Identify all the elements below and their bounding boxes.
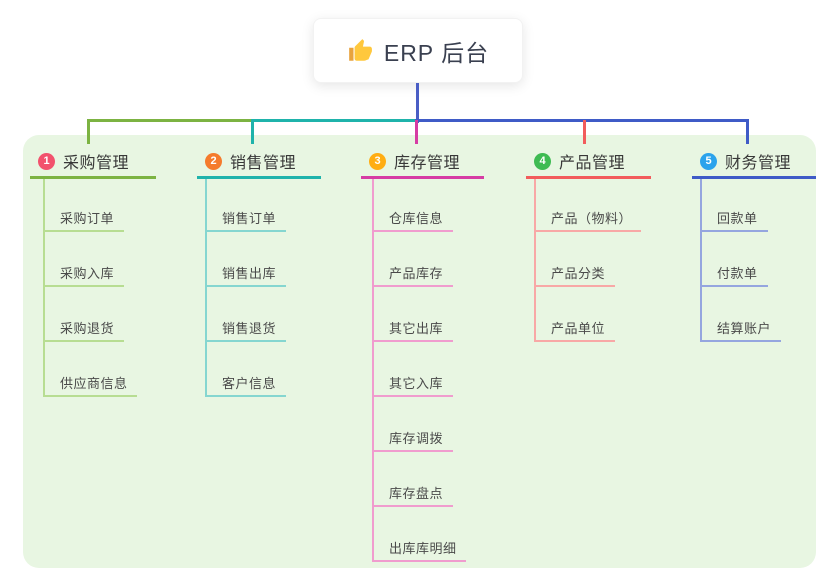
child-node-label: 结算账户 — [717, 321, 772, 336]
child-node-label: 采购订单 — [60, 211, 115, 226]
root-node-label: ERP 后台 — [383, 39, 490, 66]
child-node-label: 其它出库 — [389, 321, 444, 336]
child-node[interactable]: 销售退货 — [205, 313, 286, 342]
branch-label: 财务管理 — [725, 155, 792, 172]
child-node[interactable]: 出库库明细 — [372, 533, 466, 562]
root-node-erp[interactable]: ERP 后台 — [313, 18, 523, 83]
child-node-label: 销售出库 — [222, 266, 277, 281]
child-node-label: 销售退货 — [222, 321, 277, 336]
child-node-label: 销售订单 — [222, 211, 277, 226]
connector-bus-segment — [415, 119, 749, 122]
child-node[interactable]: 产品分类 — [534, 258, 615, 287]
child-node-label: 仓库信息 — [389, 211, 444, 226]
child-node[interactable]: 采购入库 — [43, 258, 124, 287]
branch-node-3[interactable]: 3 库存管理 — [361, 146, 484, 179]
branch-priority-badge: 4 — [534, 152, 551, 170]
connector-child-trunk — [43, 179, 45, 397]
child-node[interactable]: 其它出库 — [372, 313, 453, 342]
child-node-label: 库存调拨 — [389, 431, 444, 446]
connector-child-trunk — [534, 179, 536, 342]
branch-label: 采购管理 — [63, 155, 130, 172]
connector-branch-drop — [583, 120, 586, 144]
connector-branch-drop — [746, 120, 749, 144]
child-node[interactable]: 采购订单 — [43, 203, 124, 232]
child-node[interactable]: 客户信息 — [205, 368, 286, 397]
child-node-label: 采购入库 — [60, 266, 115, 281]
child-node[interactable]: 付款单 — [700, 258, 768, 287]
child-node[interactable]: 供应商信息 — [43, 368, 137, 397]
connector-child-trunk — [372, 179, 374, 562]
connector-bus-segment — [87, 119, 253, 122]
child-node[interactable]: 库存调拨 — [372, 423, 453, 452]
child-node-label: 采购退货 — [60, 321, 115, 336]
child-node[interactable]: 回款单 — [700, 203, 768, 232]
connector-branch-drop — [415, 120, 418, 144]
connector-bus-segment — [251, 119, 418, 122]
child-node-label: 客户信息 — [222, 376, 277, 391]
child-node[interactable]: 仓库信息 — [372, 203, 453, 232]
child-node-label: 付款单 — [717, 266, 758, 281]
child-node-label: 其它入库 — [389, 376, 444, 391]
branch-node-2[interactable]: 2 销售管理 — [197, 146, 321, 179]
child-node[interactable]: 产品库存 — [372, 258, 453, 287]
connector-branch-drop — [251, 120, 254, 144]
child-node[interactable]: 采购退货 — [43, 313, 124, 342]
child-node-label: 库存盘点 — [389, 486, 444, 501]
branch-label: 库存管理 — [394, 155, 461, 172]
branch-priority-badge: 2 — [205, 152, 222, 170]
branch-priority-badge: 5 — [700, 152, 717, 170]
child-node-label: 产品（物料） — [551, 211, 633, 226]
branch-label: 销售管理 — [230, 155, 297, 172]
connector-branch-drop — [87, 120, 90, 144]
child-node-label: 产品库存 — [389, 266, 444, 281]
connector-child-trunk — [700, 179, 702, 342]
child-node-label: 出库库明细 — [389, 541, 457, 556]
child-node-label: 产品单位 — [551, 321, 606, 336]
connector-root-vertical — [416, 83, 419, 123]
mindmap-background-panel — [23, 135, 816, 568]
child-node-label: 产品分类 — [551, 266, 606, 281]
child-node[interactable]: 库存盘点 — [372, 478, 453, 507]
branch-priority-badge: 1 — [38, 152, 55, 170]
connector-child-trunk — [205, 179, 207, 397]
child-node-label: 回款单 — [717, 211, 758, 226]
thumbs-up-icon — [347, 38, 373, 64]
branch-node-1[interactable]: 1 采购管理 — [30, 146, 156, 179]
child-node[interactable]: 产品单位 — [534, 313, 615, 342]
branch-node-4[interactable]: 4 产品管理 — [526, 146, 651, 179]
child-node[interactable]: 销售订单 — [205, 203, 286, 232]
child-node[interactable]: 结算账户 — [700, 313, 781, 342]
branch-node-5[interactable]: 5 财务管理 — [692, 146, 816, 179]
branch-priority-badge: 3 — [369, 152, 386, 170]
child-node[interactable]: 销售出库 — [205, 258, 286, 287]
branch-label: 产品管理 — [559, 155, 626, 172]
child-node[interactable]: 其它入库 — [372, 368, 453, 397]
child-node-label: 供应商信息 — [60, 376, 128, 391]
child-node[interactable]: 产品（物料） — [534, 203, 641, 232]
